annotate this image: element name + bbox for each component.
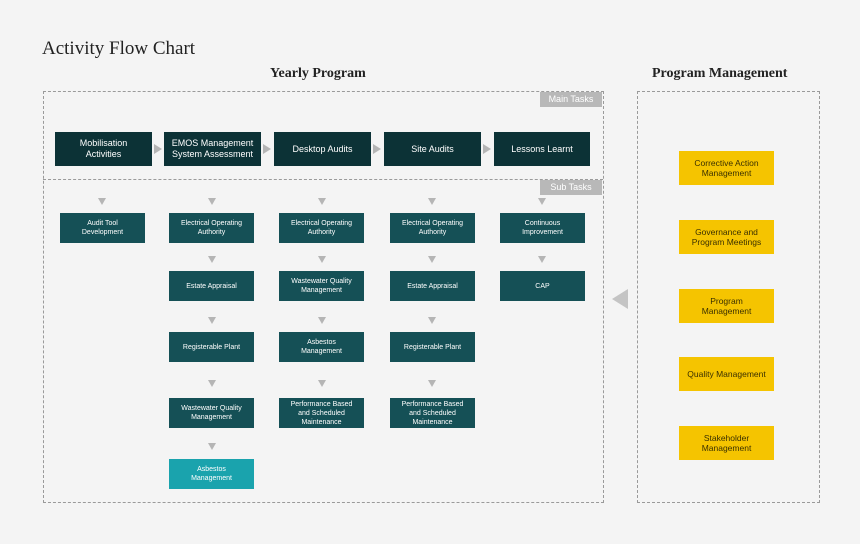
sub-task-wastewater-3: Wastewater Quality Management <box>279 271 364 301</box>
down-arrow-icon <box>318 380 326 387</box>
sub-task-wastewater-2: Wastewater Quality Management <box>169 398 254 428</box>
chart-title: Activity Flow Chart <box>42 38 196 59</box>
down-arrow-icon <box>428 256 436 263</box>
sub-task-performance-3: Performance Based and Scheduled Maintena… <box>279 398 364 428</box>
down-arrow-icon <box>98 198 106 205</box>
down-arrow-icon <box>538 198 546 205</box>
main-task-mobilisation: Mobilisation Activities <box>55 132 152 166</box>
right-arrow-icon <box>154 144 162 154</box>
down-arrow-icon <box>208 317 216 324</box>
sub-task-registerable-plant-4: Registerable Plant <box>390 332 475 362</box>
right-arrow-icon <box>373 144 381 154</box>
main-tasks-tag: Main Tasks <box>540 92 602 107</box>
sub-task-cap: CAP <box>500 271 585 301</box>
down-arrow-icon <box>208 198 216 205</box>
program-management-heading: Program Management <box>652 66 788 81</box>
down-arrow-icon <box>318 198 326 205</box>
pm-quality-management: Quality Management <box>679 357 774 391</box>
sub-task-continuous-improvement: Continuous Improvement <box>500 213 585 243</box>
down-arrow-icon <box>538 256 546 263</box>
main-task-desktop-audits: Desktop Audits <box>274 132 371 166</box>
sub-task-registerable-plant-2: Registerable Plant <box>169 332 254 362</box>
down-arrow-icon <box>428 317 436 324</box>
sub-task-estate-appraisal-2: Estate Appraisal <box>169 271 254 301</box>
yearly-program-frame <box>43 91 604 503</box>
sub-task-estate-appraisal-4: Estate Appraisal <box>390 271 475 301</box>
sub-task-audit-tool: Audit Tool Development <box>60 213 145 243</box>
sub-task-eoa-3: Electrical Operating Authority <box>279 213 364 243</box>
down-arrow-icon <box>428 380 436 387</box>
sub-task-asbestos-2: Asbestos Management <box>169 459 254 489</box>
down-arrow-icon <box>208 443 216 450</box>
down-arrow-icon <box>208 256 216 263</box>
down-arrow-icon <box>208 380 216 387</box>
yearly-program-heading: Yearly Program <box>270 66 366 81</box>
sub-tasks-tag: Sub Tasks <box>540 180 602 195</box>
down-arrow-icon <box>428 198 436 205</box>
right-arrow-icon <box>483 144 491 154</box>
sub-task-eoa-4: Electrical Operating Authority <box>390 213 475 243</box>
program-management-frame <box>637 91 820 503</box>
sub-task-asbestos-3: Asbestos Management <box>279 332 364 362</box>
main-task-lessons-learnt: Lessons Learnt <box>494 132 590 166</box>
main-sub-divider <box>43 179 603 180</box>
sub-task-eoa-2: Electrical Operating Authority <box>169 213 254 243</box>
down-arrow-icon <box>318 256 326 263</box>
right-arrow-icon <box>263 144 271 154</box>
left-arrow-icon <box>612 289 628 309</box>
main-task-site-audits: Site Audits <box>384 132 481 166</box>
pm-stakeholder-management: Stakeholder Management <box>679 426 774 460</box>
main-task-emos: EMOS Management System Assessment <box>164 132 261 166</box>
pm-governance: Governance and Program Meetings <box>679 220 774 254</box>
sub-task-performance-4: Performance Based and Scheduled Maintena… <box>390 398 475 428</box>
down-arrow-icon <box>318 317 326 324</box>
pm-program-management: Program Management <box>679 289 774 323</box>
pm-corrective-action: Corrective Action Management <box>679 151 774 185</box>
